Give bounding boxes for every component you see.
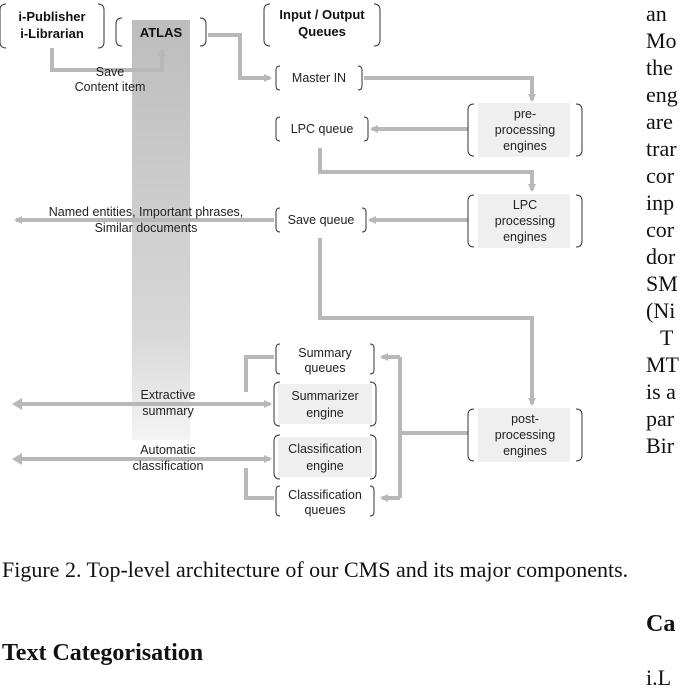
right-section-heading: Ca — [646, 611, 676, 637]
lpc-queue-label: LPC queue — [291, 122, 354, 136]
post-processing-label-1: post- — [511, 412, 539, 426]
io-queues-label-2: Queues — [298, 24, 346, 39]
summary-queues-label-2: queues — [304, 361, 345, 375]
classification-queues-label-2: queues — [304, 503, 345, 517]
figure-caption: Figure 2. Top-level architecture of our … — [2, 557, 629, 582]
publisher-label-2: i-Librarian — [20, 26, 84, 41]
section-heading: Text Categorisation — [2, 640, 204, 666]
summary-queue-to-engine — [244, 355, 274, 392]
named-entities-label-2: Similar documents — [95, 221, 198, 235]
arrowhead-left-classification — [12, 453, 22, 465]
connector-lpc-proc — [318, 148, 536, 192]
save-content-label-2: Content item — [75, 80, 146, 94]
post-processing-label-3: engines — [503, 444, 547, 458]
right-line: Mo — [646, 28, 677, 53]
right-line: inp — [646, 190, 675, 215]
right-line: par — [646, 406, 675, 431]
summarizer-label-1: Summarizer — [291, 389, 358, 403]
right-line: are — [646, 109, 673, 134]
save-content-label-1: Save — [96, 65, 125, 79]
automatic-classification-label-1: Automatic — [140, 443, 196, 457]
atlas-column — [132, 20, 190, 440]
right-line: Bir — [646, 433, 675, 458]
lpc-processing-label-3: engines — [503, 230, 547, 244]
io-queues-label-1: Input / Output — [279, 7, 365, 22]
right-line: an — [646, 1, 667, 26]
connectors — [14, 33, 536, 502]
save-queue-label: Save queue — [288, 213, 355, 227]
summary-queues-label-1: Summary — [298, 346, 352, 360]
right-column-text: an Mo the eng are trar cor inp cor dor S… — [646, 0, 686, 459]
classification-engine-label-1: Classification — [288, 442, 362, 456]
architecture-diagram: i-Publisher i-Librarian ATLAS Input / Ou… — [0, 3, 583, 517]
class-queue-to-engine — [244, 468, 274, 500]
right-line: dor — [646, 244, 676, 269]
atlas-label: ATLAS — [140, 25, 183, 40]
connector-atlas-master — [208, 33, 272, 82]
master-in-label: Master IN — [292, 71, 346, 85]
extractive-summary-label-1: Extractive — [141, 388, 196, 402]
right-line: SM — [646, 271, 678, 296]
classification-engine-fill — [278, 437, 372, 477]
bracket-outlines — [0, 3, 583, 517]
post-processing-label-2: processing — [495, 428, 555, 442]
pre-processing-label-1: pre- — [514, 107, 536, 121]
classification-engine-label-2: engine — [306, 459, 344, 473]
arrowhead-left-extractive — [12, 398, 22, 410]
summarizer-label-2: engine — [306, 406, 344, 420]
right-tail-text: i.L — [646, 665, 672, 690]
pre-processing-label-3: engines — [503, 139, 547, 153]
right-line: trar — [646, 136, 677, 161]
connector-master-pre — [364, 76, 536, 102]
right-line: MT — [646, 352, 679, 377]
publisher-label-1: i-Publisher — [18, 9, 85, 24]
right-line: T — [660, 325, 674, 350]
extractive-summary-label-2: summary — [142, 404, 194, 418]
right-line: eng — [646, 82, 678, 107]
lpc-processing-label-1: LPC — [513, 198, 537, 212]
right-line: cor — [646, 217, 675, 242]
connector-save-post — [318, 238, 536, 406]
named-entities-label-1: Named entities, Important phrases, — [49, 205, 244, 219]
pre-processing-fill — [478, 103, 570, 157]
pre-processing-label-2: processing — [495, 123, 555, 137]
lpc-processing-fill — [478, 194, 570, 248]
right-line: (Ni — [646, 298, 676, 323]
right-line: cor — [646, 163, 675, 188]
right-line: is a — [646, 379, 676, 404]
summarizer-fill — [278, 384, 372, 424]
right-line: the — [646, 55, 673, 80]
lpc-processing-label-2: processing — [495, 214, 555, 228]
connector-publisher-atlas — [50, 48, 166, 72]
classification-queues-label-1: Classification — [288, 488, 362, 502]
post-processing-fill — [478, 408, 570, 462]
automatic-classification-label-2: classification — [133, 459, 204, 473]
